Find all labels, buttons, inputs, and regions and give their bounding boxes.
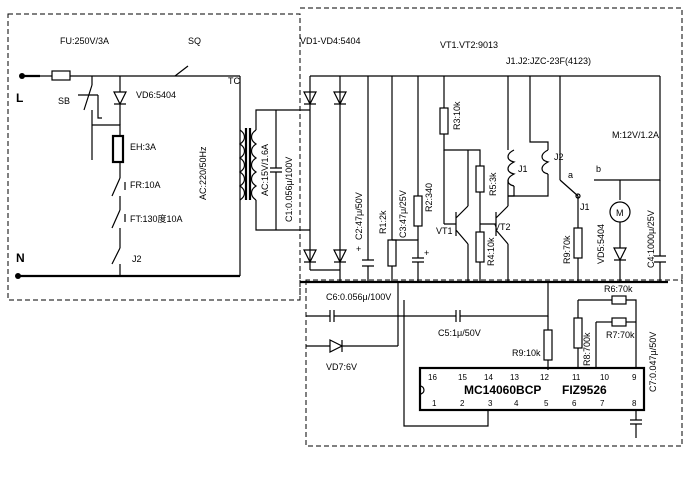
r9a-label: R9:70k — [562, 235, 572, 264]
pin-13: 13 — [510, 373, 519, 382]
mains-section-box — [7, 13, 301, 301]
vt1-label: VT1 — [436, 226, 453, 236]
r7-label: R7:70k — [606, 330, 635, 340]
c5-label: C5:1μ/50V — [438, 328, 481, 338]
contact-b-label: b — [596, 164, 601, 174]
motor-spec-label: M:12V/1.2A — [612, 130, 659, 140]
r6-label: R6:70k — [604, 284, 633, 294]
pin-15: 15 — [458, 373, 467, 382]
plus-c2: + — [356, 244, 361, 254]
n-label: N — [16, 251, 25, 265]
r2-label: R2:340 — [424, 183, 434, 212]
vd5-label: VD5:5404 — [596, 224, 606, 264]
tc-label: TC — [228, 76, 240, 86]
pin-8: 8 — [632, 399, 637, 408]
motor-symbol-label: M — [616, 208, 624, 218]
heater-eh — [111, 134, 125, 164]
vd7-label: VD7:6V — [326, 362, 357, 372]
transistor-stage — [439, 76, 550, 282]
j1-coil-label: J1 — [518, 164, 528, 174]
timer-circuit — [306, 282, 646, 438]
pin-11: 11 — [572, 373, 581, 382]
c7-label: C7:0.047μ/50V — [648, 332, 658, 392]
ic-code-label: FIZ9526 — [562, 383, 607, 397]
control-board-box — [300, 7, 683, 280]
fuse-fu — [51, 70, 71, 81]
r1-label: R1:2k — [378, 210, 388, 234]
pin-5: 5 — [544, 399, 549, 408]
ic-name-label: MC14060BCP — [464, 383, 541, 397]
motor-circuit — [559, 76, 666, 282]
pin-10: 10 — [600, 373, 609, 382]
sq-label: SQ — [188, 36, 201, 46]
pin-1: 1 — [432, 399, 437, 408]
fr-label: FR:10A — [130, 180, 161, 190]
l-label: L — [16, 91, 23, 105]
pin-12: 12 — [540, 373, 549, 382]
pin-16: 16 — [428, 373, 437, 382]
relay-label: J1.J2:JZC-23F(4123) — [506, 56, 591, 66]
vd6-label: VD6:5404 — [136, 90, 176, 100]
ft-label: FT:130度10A — [130, 213, 183, 224]
pin-7: 7 — [600, 399, 605, 408]
r9b-label: R9:10k — [512, 348, 541, 358]
ac220-label: AC:220/50Hz — [198, 146, 208, 200]
contact-a-label: a — [568, 170, 573, 180]
mains-wiring — [15, 65, 300, 279]
vt-label: VT1.VT2:9013 — [440, 40, 498, 50]
pin-3: 3 — [488, 399, 493, 408]
vd1-vd4-label: VD1-VD4:5404 — [300, 36, 361, 46]
r5-label: R5:3k — [488, 172, 498, 196]
ic-mc14060 — [418, 366, 646, 412]
pin-9: 9 — [632, 373, 637, 382]
vt2-label: VT2 — [494, 222, 511, 232]
j1-contact-label: J1 — [580, 202, 590, 212]
c2-label: C2:47μ/50V — [354, 192, 364, 240]
pin-4: 4 — [514, 399, 519, 408]
j2-left-label: J2 — [132, 254, 142, 264]
r8-label: R8:700k — [582, 332, 592, 366]
r4-label: R4:10k — [486, 237, 496, 266]
pin-6: 6 — [572, 399, 577, 408]
c4-label: C4:1000μ/25V — [646, 210, 656, 268]
sb-label: SB — [58, 96, 70, 106]
timer-section-box — [299, 279, 683, 447]
ac15-label: AC:15V/1.6A — [260, 144, 270, 196]
eh-label: EH:3A — [130, 142, 156, 152]
bridge-rectifier — [300, 75, 660, 271]
pin-14: 14 — [484, 373, 493, 382]
r3-label: R3:10k — [452, 101, 462, 130]
c6-label: C6:0.056μ/100V — [326, 292, 391, 302]
j2-coil-label: J2 — [554, 152, 564, 162]
c1-label: C1:0.056μ/100V — [284, 157, 294, 222]
pin-2: 2 — [460, 399, 465, 408]
plus-c3: + — [424, 248, 429, 258]
c3-label: C3:47μ/25V — [398, 190, 408, 238]
fu-label: FU:250V/3A — [60, 36, 109, 46]
supply-components — [362, 76, 424, 282]
